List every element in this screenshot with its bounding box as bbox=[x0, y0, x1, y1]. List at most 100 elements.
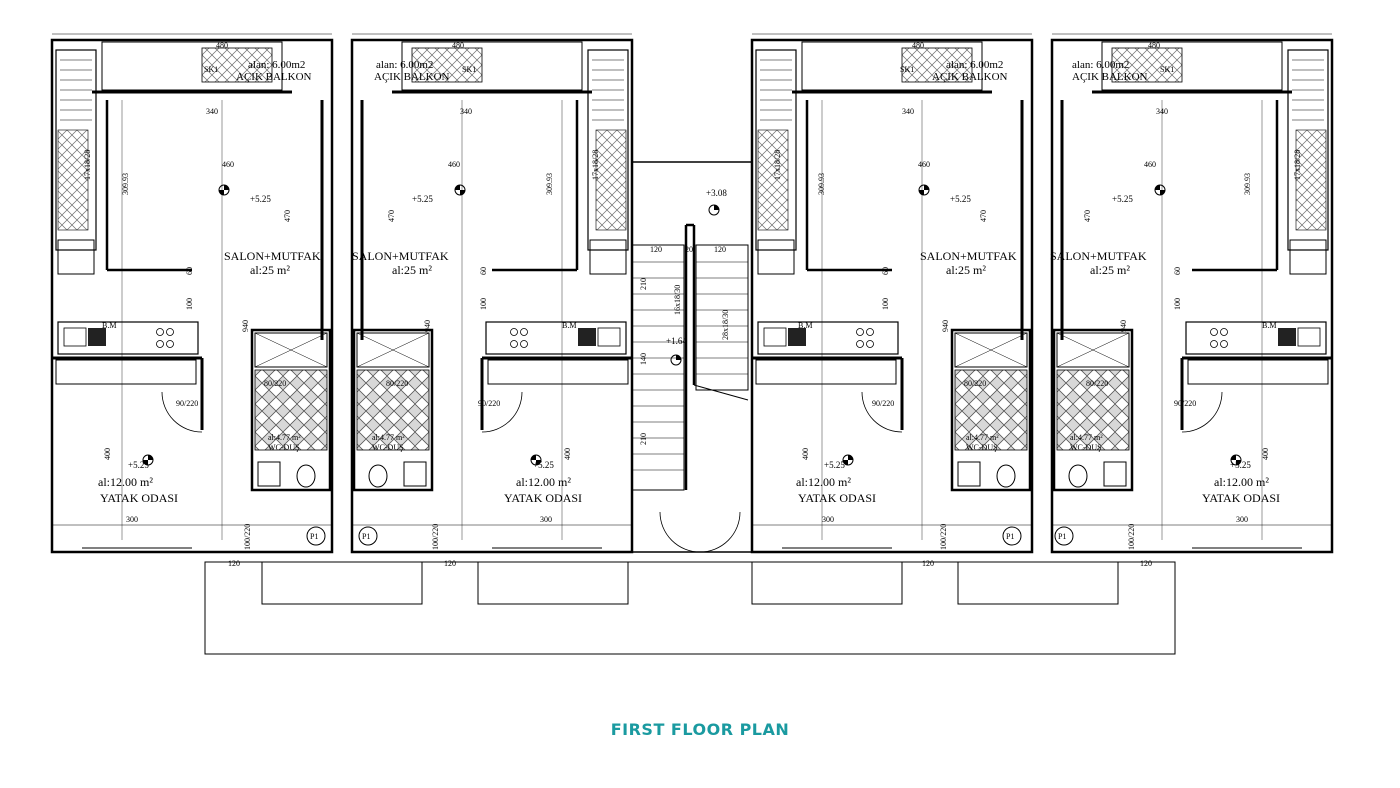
dim-340-2: 340 bbox=[460, 107, 472, 116]
level-unit-1: +5.25 bbox=[250, 194, 271, 204]
dim-400-4: 400 bbox=[1261, 448, 1270, 460]
dim-400-2: 400 bbox=[563, 448, 572, 460]
salon-label-3: SALON+MUTFAK bbox=[920, 249, 1017, 263]
stair-dim-120-b: 120 bbox=[714, 245, 726, 254]
dim-400-1: 400 bbox=[103, 448, 112, 460]
dim-340-3: 340 bbox=[902, 107, 914, 116]
level-bed-3: +5.25 bbox=[824, 460, 845, 470]
salon-area-4: al:25 m² bbox=[1090, 263, 1130, 277]
level-unit-3: +5.25 bbox=[950, 194, 971, 204]
dim-470-4: 470 bbox=[1083, 210, 1092, 222]
stair-dim-120-a: 120 bbox=[650, 245, 662, 254]
wc-area-2: al:4.77 m² bbox=[372, 433, 405, 442]
level-stair-top: +3.08 bbox=[706, 188, 727, 198]
bed-area-2: al:12.00 m² bbox=[516, 475, 571, 489]
dim-309-4: 309.93 bbox=[1243, 173, 1252, 195]
wcdoor-3: 80/220 bbox=[964, 379, 986, 388]
salon-area-3: al:25 m² bbox=[946, 263, 986, 277]
bm-label-4: B.M bbox=[1262, 321, 1276, 330]
p1-3: P1 bbox=[1006, 532, 1014, 541]
dim-940-1: 940 bbox=[241, 320, 250, 332]
dim-120-1: 120 bbox=[228, 559, 240, 568]
bed-area-3: al:12.00 m² bbox=[796, 475, 851, 489]
unit-4 bbox=[1050, 32, 1334, 554]
wc-label-4: WC-DUŞ bbox=[1070, 443, 1102, 452]
salon-area-1: al:25 m² bbox=[250, 263, 290, 277]
balcony-area-2: alan: 6.00m2 bbox=[376, 59, 433, 71]
side-stair-4: 17x18/28 bbox=[1293, 150, 1302, 180]
wc-label-3: WC-DUŞ bbox=[966, 443, 998, 452]
dim-470-1: 470 bbox=[283, 210, 292, 222]
dim-300-4: 300 bbox=[1236, 515, 1248, 524]
level-bed-2: +5.25 bbox=[533, 460, 554, 470]
dim-940-4: 940 bbox=[1119, 320, 1128, 332]
balcony-name-1: AÇIK BALKON bbox=[236, 71, 312, 83]
wc-area-4: al:4.77 m² bbox=[1070, 433, 1103, 442]
dim-100-2: 100 bbox=[479, 298, 488, 310]
wcdoor-4: 80/220 bbox=[1086, 379, 1108, 388]
dim-940-2: 940 bbox=[423, 320, 432, 332]
p1-4: P1 bbox=[1058, 532, 1066, 541]
dim-60-2: 60 bbox=[479, 267, 488, 275]
door-3: 90/220 bbox=[872, 399, 894, 408]
salon-label-2: SALON+MUTFAK bbox=[352, 249, 449, 263]
bm-label-2: B.M bbox=[562, 321, 576, 330]
dim-480-1: 480 bbox=[216, 41, 228, 50]
balcony-area-3: alan: 6.00m2 bbox=[946, 59, 1003, 71]
salon-label-1: SALON+MUTFAK bbox=[224, 249, 321, 263]
dim-309-1: 309.93 bbox=[121, 173, 130, 195]
unit-2 bbox=[350, 32, 634, 554]
salon-label-4: SALON+MUTFAK bbox=[1050, 249, 1147, 263]
balcony-name-4: AÇIK BALKON bbox=[1072, 71, 1148, 83]
dim-400-3: 400 bbox=[801, 448, 810, 460]
dim-100-220-3: 100/220 bbox=[939, 524, 948, 550]
door-2: 90/220 bbox=[478, 399, 500, 408]
dim-60-3: 60 bbox=[881, 267, 890, 275]
salon-area-2: al:25 m² bbox=[392, 263, 432, 277]
dim-470-3: 470 bbox=[979, 210, 988, 222]
level-stair-mid: +1.64 bbox=[666, 336, 687, 346]
door-1: 90/220 bbox=[176, 399, 198, 408]
stair-dim-210-a: 210 bbox=[639, 278, 648, 290]
balcony-tag-2: SK1 bbox=[462, 65, 476, 74]
unit-3 bbox=[750, 32, 1034, 554]
level-bed-4: +5.25 bbox=[1230, 460, 1251, 470]
dim-470-2: 470 bbox=[387, 210, 396, 222]
wc-label-1: WC-DUŞ bbox=[268, 443, 300, 452]
dim-460-1: 460 bbox=[222, 160, 234, 169]
balcony-area-4: alan: 6.00m2 bbox=[1072, 59, 1129, 71]
dim-460-4: 460 bbox=[1144, 160, 1156, 169]
balcony-tag-4: SK1 bbox=[1160, 65, 1174, 74]
stair-flight-b: 28x18/30 bbox=[721, 310, 730, 340]
dim-100-1: 100 bbox=[185, 298, 194, 310]
dim-100-220-2: 100/220 bbox=[431, 524, 440, 550]
level-bed-1: +5.25 bbox=[128, 460, 149, 470]
wc-area-3: al:4.77 m² bbox=[966, 433, 999, 442]
dim-460-3: 460 bbox=[918, 160, 930, 169]
bed-label-1: YATAK ODASI bbox=[100, 491, 178, 505]
dim-309-2: 309.93 bbox=[545, 173, 554, 195]
wc-label-2: WC-DUŞ bbox=[372, 443, 404, 452]
dim-940-3: 940 bbox=[941, 320, 950, 332]
stair-core bbox=[631, 161, 753, 553]
wcdoor-1: 80/220 bbox=[264, 379, 286, 388]
dim-120-2: 120 bbox=[444, 559, 456, 568]
wc-area-1: al:4.77 m² bbox=[268, 433, 301, 442]
bed-area-1: al:12.00 m² bbox=[98, 475, 153, 489]
dim-100-4: 100 bbox=[1173, 298, 1182, 310]
dim-460-2: 460 bbox=[448, 160, 460, 169]
balcony-area-1: alan: 6.00m2 bbox=[248, 59, 305, 71]
dim-340-4: 340 bbox=[1156, 107, 1168, 116]
balcony-name-2: AÇIK BALKON bbox=[374, 71, 450, 83]
bm-label-3: B.M bbox=[798, 321, 812, 330]
bed-label-3: YATAK ODASI bbox=[798, 491, 876, 505]
front-balconies bbox=[204, 561, 1176, 655]
dim-100-3: 100 bbox=[881, 298, 890, 310]
bed-area-4: al:12.00 m² bbox=[1214, 475, 1269, 489]
balcony-tag-1: SK1 bbox=[204, 65, 218, 74]
stair-dim-210-b: 210 bbox=[639, 433, 648, 445]
bm-label-1: B.M bbox=[102, 321, 116, 330]
side-stair-3: 17x18/28 bbox=[773, 150, 782, 180]
